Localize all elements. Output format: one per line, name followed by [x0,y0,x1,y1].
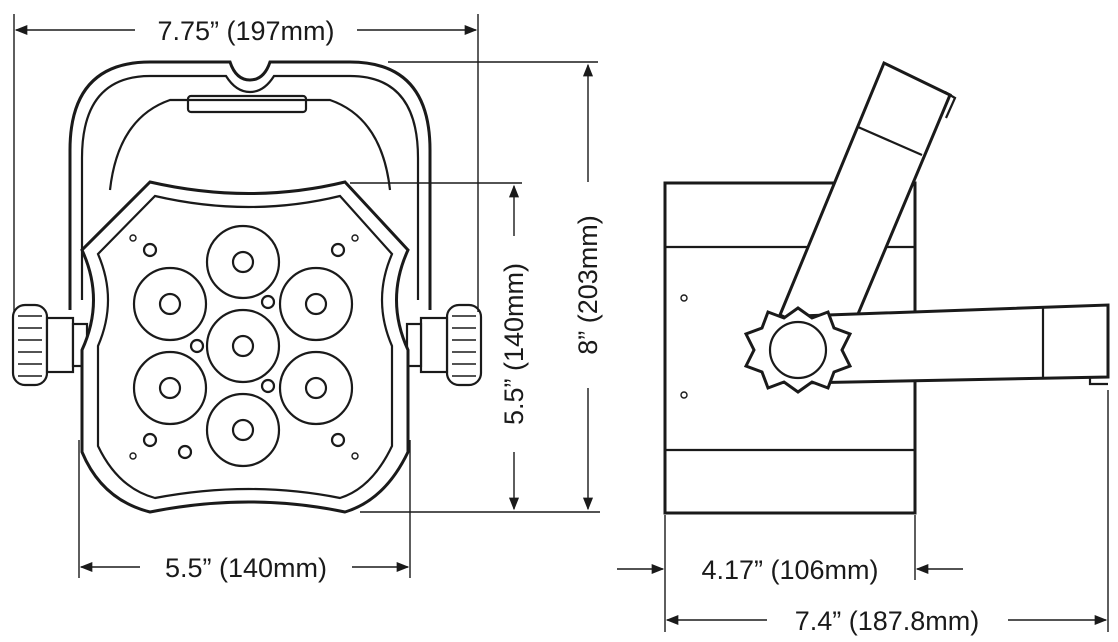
led-lens [205,392,281,468]
front-view [11,60,483,514]
dim-label-side-overall-depth: 7.4” (187.8mm) [795,606,980,636]
led-array [132,224,354,468]
front-housing-inner [96,194,394,500]
yoke-back [108,98,392,191]
left-knob [11,303,89,387]
dim-label-overall-height: 8” (203mm) [573,215,603,355]
yoke [68,60,432,310]
right-knob [405,303,483,387]
led-lens [205,308,281,384]
dimension-lines [13,14,1109,632]
yoke-inner [80,74,420,300]
screws [129,234,359,460]
dim-label-side-body-depth: 4.17” (106mm) [701,555,878,585]
side-view [663,60,1110,515]
led-lens [278,350,354,426]
led-lens [132,266,208,342]
side-knob [743,306,853,394]
handle-slot [186,94,308,114]
led-lens [278,266,354,342]
led-lens [205,224,281,300]
dim-label-front-body-width: 5.5” (140mm) [165,553,327,583]
led-lens [132,350,208,426]
front-housing [80,180,410,514]
dim-label-front-body-height: 5.5” (140mm) [499,263,529,425]
dim-label-front-overall-width: 7.75” (197mm) [157,16,334,46]
